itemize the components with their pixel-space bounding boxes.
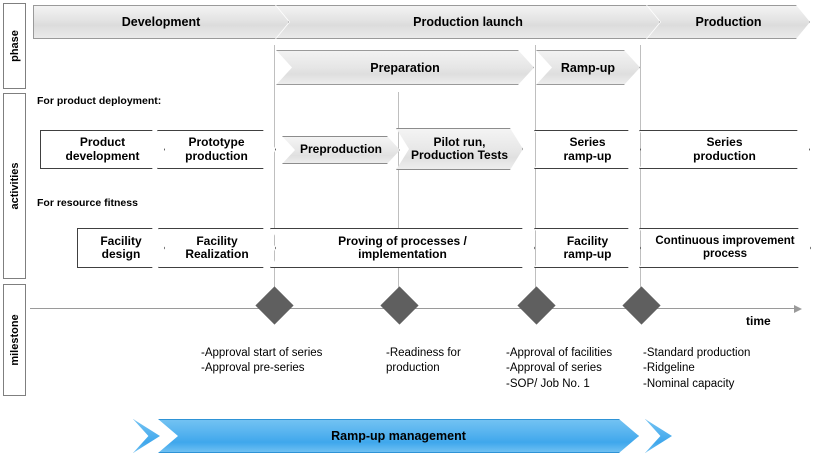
activity-facility-realization-label: Facility Realization	[185, 233, 249, 261]
activity-proving-of-processes[interactable]: Proving of processes / implementation	[270, 228, 535, 268]
activity-facility-design[interactable]: Facility design	[77, 228, 165, 268]
ramp-up-management-chevron-right	[645, 419, 673, 453]
activity-prototype-production[interactable]: Prototype production	[157, 130, 276, 169]
ramp-up-management-bar[interactable]: Ramp-up management	[158, 419, 639, 453]
phase-production[interactable]: Production	[647, 5, 810, 39]
phase-production-launch-label: Production launch	[413, 15, 523, 29]
ramp-up-management-chevron-left	[133, 419, 161, 453]
product-deployment-note: For product deployment:	[37, 95, 162, 107]
milestone-diamond-1[interactable]	[255, 286, 294, 325]
milestone-diamond-2[interactable]	[380, 286, 419, 325]
activity-continuous-improvement-label: Continuous improvement process	[655, 235, 795, 260]
activity-preproduction[interactable]: Preproduction	[282, 136, 400, 164]
milestone-text-2: -Readiness for production	[386, 346, 461, 377]
milestone-text-3-line-1: -Approval of facilities	[506, 347, 613, 359]
category-label-milestone: milestone	[8, 314, 21, 366]
activity-series-production[interactable]: Series production	[639, 130, 810, 169]
activity-series-ramp-up-label: Series ramp-up	[563, 135, 612, 163]
divider-line-2	[398, 92, 399, 293]
phase-development[interactable]: Development	[33, 5, 289, 39]
phase-production-label: Production	[695, 15, 762, 29]
activity-facility-ramp-up-label: Facility ramp-up	[563, 233, 612, 261]
ramp-up-management-label: Ramp-up management	[331, 429, 466, 443]
subphase-ramp-up[interactable]: Ramp-up	[536, 50, 640, 85]
category-label-phase: phase	[8, 30, 21, 62]
milestone-text-1-line-1: -Approval start of series	[201, 347, 323, 359]
category-box-activities: activities	[3, 93, 26, 279]
activity-facility-ramp-up[interactable]: Facility ramp-up	[534, 228, 641, 268]
milestone-text-2-line-2: production	[386, 362, 440, 375]
activity-facility-design-label: Facility design	[100, 233, 142, 261]
phase-production-launch[interactable]: Production launch	[276, 5, 660, 39]
timeline-arrowhead	[794, 305, 802, 313]
milestone-text-3-line-3: -SOP/ Job No. 1	[506, 377, 590, 390]
activity-pilot-run-label: Pilot run, Production Tests	[410, 134, 509, 162]
phase-development-label: Development	[121, 15, 201, 29]
activity-product-development-label: Product development	[65, 135, 140, 163]
divider-line-4	[640, 45, 641, 293]
milestone-diamond-3[interactable]	[517, 286, 556, 325]
milestone-text-4-line-1: -Standard production	[643, 347, 751, 359]
milestone-text-2-line-1: -Readiness for	[386, 347, 461, 359]
milestone-text-4-line-2: -Ridgeline	[643, 362, 695, 375]
subphase-ramp-up-label: Ramp-up	[560, 60, 616, 75]
milestone-text-1: -Approval start of series -Approval pre-…	[201, 346, 322, 377]
milestone-text-1-line-2: -Approval pre-series	[201, 362, 305, 375]
subphase-preparation[interactable]: Preparation	[276, 50, 534, 85]
milestone-diamond-4[interactable]	[622, 286, 661, 325]
milestone-text-4: -Standard production -Ridgeline -Nominal…	[643, 346, 750, 392]
activity-pilot-run[interactable]: Pilot run, Production Tests	[396, 128, 523, 170]
subphase-preparation-label: Preparation	[370, 60, 440, 75]
category-box-milestone: milestone	[3, 284, 26, 396]
category-label-activities: activities	[8, 162, 21, 210]
resource-fitness-note: For resource fitness	[37, 197, 138, 209]
activity-preproduction-label: Preproduction	[299, 142, 382, 157]
category-box-phase: phase	[3, 3, 26, 89]
milestone-text-3-line-2: -Approval of series	[506, 362, 602, 375]
timeline-label: time	[746, 314, 771, 328]
divider-line-1	[274, 45, 275, 293]
activity-series-ramp-up[interactable]: Series ramp-up	[534, 130, 641, 169]
divider-line-3	[535, 45, 536, 293]
activity-facility-realization[interactable]: Facility Realization	[158, 228, 276, 268]
activity-series-production-label: Series production	[693, 135, 756, 163]
milestone-text-4-line-3: -Nominal capacity	[643, 377, 735, 390]
activity-proving-of-processes-label: Proving of processes / implementation	[338, 233, 467, 261]
milestone-text-3: -Approval of facilities -Approval of ser…	[506, 346, 612, 392]
activity-continuous-improvement[interactable]: Continuous improvement process	[639, 228, 811, 268]
activity-prototype-production-label: Prototype production	[185, 135, 248, 163]
activity-product-development[interactable]: Product development	[40, 130, 165, 169]
